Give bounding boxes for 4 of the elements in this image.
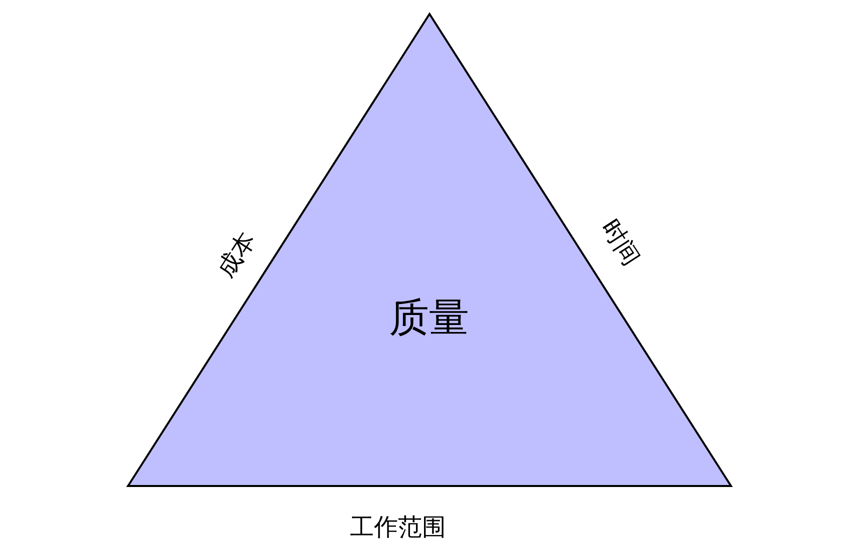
center-label: 质量 (389, 298, 469, 338)
side-label: 时间 (596, 216, 644, 270)
side-label: 成本 (214, 228, 260, 282)
base-label: 工作范围 (350, 516, 446, 540)
